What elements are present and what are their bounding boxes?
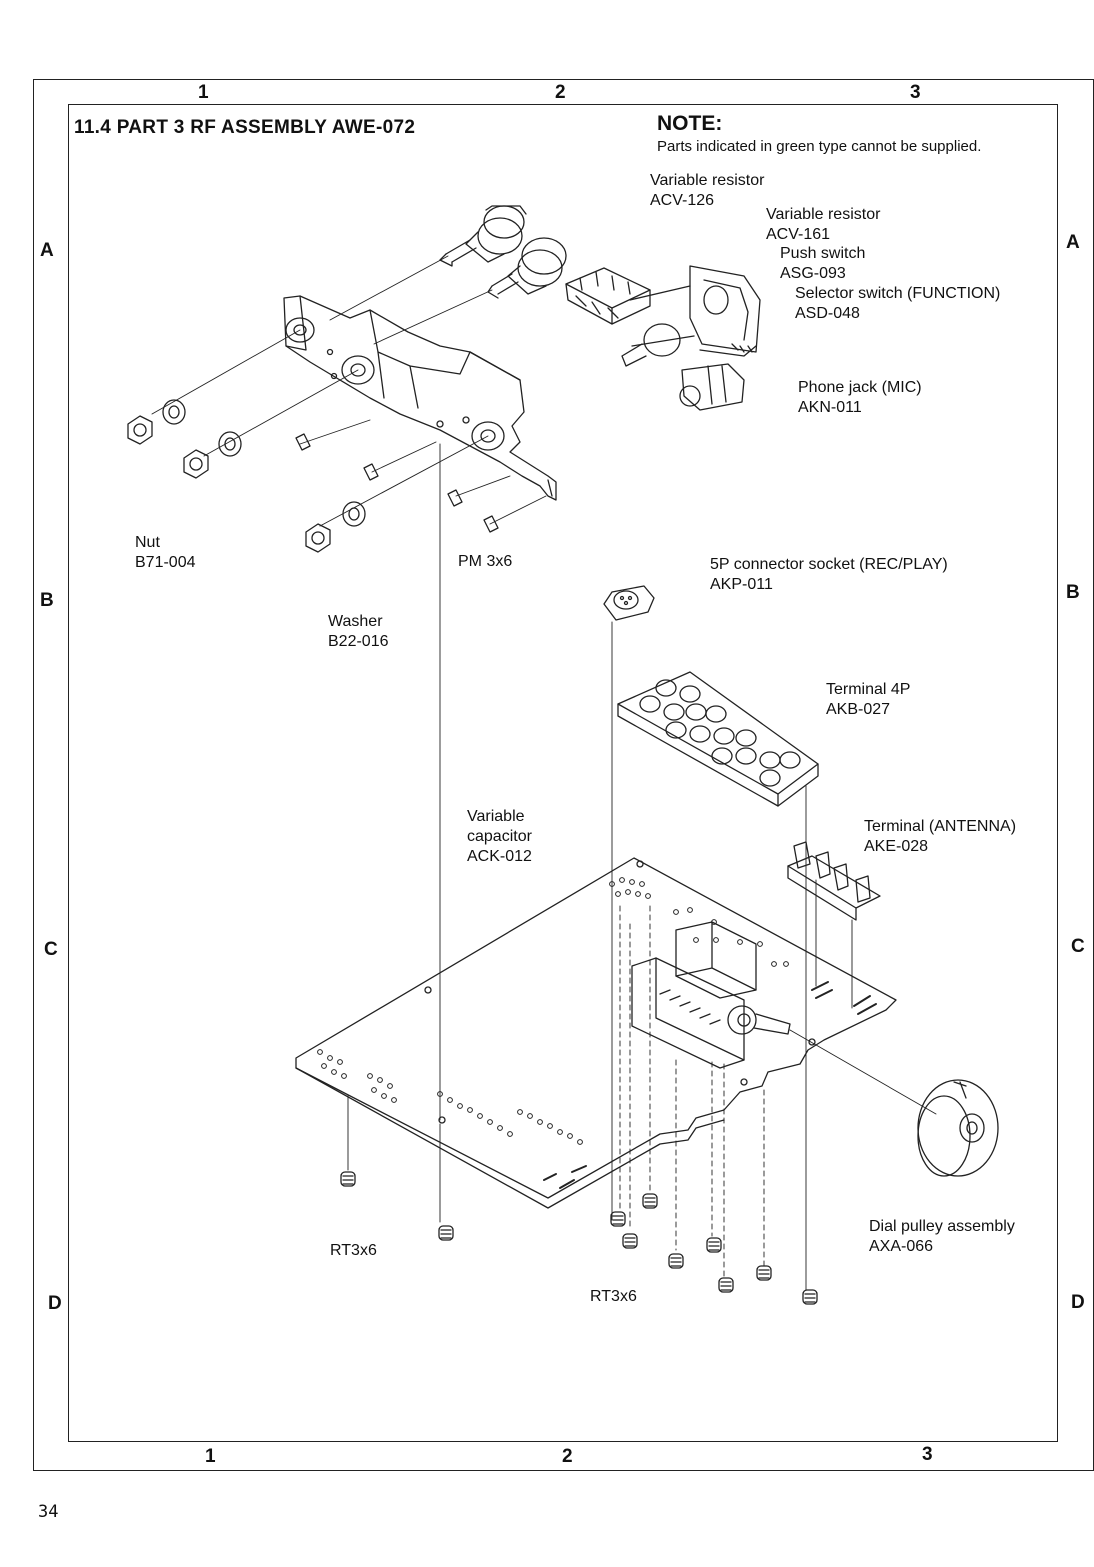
label-name: capacitor — [467, 828, 532, 845]
label-phone-jack: Phone jack (MIC) AKN-011 — [798, 378, 922, 418]
zone-right-d: D — [1071, 1292, 1085, 1313]
label-name: Washer — [328, 613, 383, 630]
screw-leader-lines-left — [347, 1095, 441, 1223]
page-title: 11.4 PART 3 RF ASSEMBLY AWE-072 — [74, 117, 416, 138]
label-variable-capacitor: Variable capacitor ACK-012 — [467, 807, 532, 867]
label-rt-screw-left: RT3x6 — [330, 1241, 377, 1261]
label-name: Variable resistor — [650, 172, 765, 189]
washer-parts — [162, 399, 366, 527]
label-name: RT3x6 — [330, 1242, 377, 1259]
label-selector-switch: Selector switch (FUNCTION) ASD-048 — [795, 284, 1000, 324]
rt-screw-parts — [340, 1171, 818, 1305]
zone-left-b: B — [40, 590, 54, 611]
label-code: AXA-066 — [869, 1238, 934, 1255]
connector-socket-part — [603, 585, 655, 621]
antenna-terminal-part — [787, 841, 881, 921]
label-code: ACV-126 — [650, 192, 715, 209]
zone-right-a: A — [1066, 232, 1080, 253]
bracket-part — [283, 295, 557, 501]
label-code: B71-004 — [135, 554, 196, 571]
label-rt-screw-center: RT3x6 — [590, 1287, 637, 1307]
push-switch-part — [565, 267, 651, 325]
zone-right-b: B — [1066, 582, 1080, 603]
screw-leader-lines — [619, 905, 765, 1277]
zone-left-a: A — [40, 240, 54, 261]
label-nut: Nut B71-004 — [135, 533, 196, 573]
label-name: Dial pulley assembly — [869, 1218, 1015, 1235]
label-name: Variable resistor — [766, 206, 881, 223]
leader-line-pulley — [789, 1029, 937, 1115]
label-terminal-4p: Terminal 4P AKB-027 — [826, 680, 910, 720]
label-variable-resistor-acv161: Variable resistor ACV-161 — [766, 205, 880, 245]
label-variable-resistor-acv126: Variable resistor ACV-126 — [650, 171, 764, 211]
label-push-switch: Push switch ASG-093 — [780, 244, 865, 284]
label-pm-screw: PM 3x6 — [458, 552, 512, 572]
label-terminal-antenna: Terminal (ANTENNA) AKE-028 — [864, 817, 1016, 857]
page-number: 34 — [38, 1502, 59, 1522]
zone-left-d: D — [48, 1293, 62, 1314]
leader-lines-top — [151, 255, 547, 527]
dial-pulley-part — [917, 1079, 999, 1177]
label-code: ACK-012 — [467, 848, 532, 865]
note-heading: NOTE: — [657, 112, 723, 135]
label-connector-socket: 5P connector socket (REC/PLAY) AKP-011 — [710, 555, 948, 595]
label-name: Variable — [467, 808, 525, 825]
label-name: 5P connector socket (REC/PLAY) — [710, 556, 948, 573]
label-code: AKP-011 — [710, 576, 773, 593]
pm-screw-parts — [295, 433, 499, 533]
label-name: Terminal 4P — [826, 681, 911, 698]
zone-top-2: 2 — [555, 82, 566, 103]
zone-left-c: C — [44, 939, 58, 960]
label-name: Terminal (ANTENNA) — [864, 818, 1017, 835]
leader-lines-antenna — [815, 879, 853, 1009]
main-pcb-part — [295, 857, 897, 1209]
zone-top-3: 3 — [910, 82, 921, 103]
label-code: ACV-161 — [766, 226, 831, 243]
selector-switch-part — [621, 265, 761, 367]
inner-frame — [68, 104, 1058, 1442]
label-washer: Washer B22-016 — [328, 612, 389, 652]
label-code: ASG-093 — [780, 265, 846, 282]
label-code: ASD-048 — [795, 305, 860, 322]
variable-capacitor-part — [631, 921, 791, 1069]
nut-parts — [127, 415, 331, 553]
label-name: Nut — [135, 534, 160, 551]
label-code: AKB-027 — [826, 701, 891, 718]
label-code: AKN-011 — [798, 399, 862, 416]
note-text: Parts indicated in green type cannot be … — [657, 138, 982, 155]
zone-right-c: C — [1071, 936, 1085, 957]
zone-bottom-2: 2 — [562, 1446, 573, 1467]
label-name: Phone jack (MIC) — [798, 379, 922, 396]
label-name: Push switch — [780, 245, 866, 262]
label-name: RT3x6 — [590, 1288, 637, 1305]
label-code: AKE-028 — [864, 838, 929, 855]
label-dial-pulley: Dial pulley assembly AXA-066 — [869, 1217, 1015, 1257]
zone-bottom-3: 3 — [922, 1444, 933, 1465]
variable-resistor-acv161-part — [487, 237, 567, 299]
label-name: Selector switch (FUNCTION) — [795, 285, 1001, 302]
zone-bottom-1: 1 — [205, 1446, 216, 1467]
label-code: B22-016 — [328, 633, 389, 650]
zone-top-1: 1 — [198, 82, 209, 103]
label-name: PM 3x6 — [458, 553, 513, 570]
terminal-4p-part — [617, 671, 819, 807]
variable-resistor-acv126-part — [439, 205, 527, 267]
phone-jack-part — [679, 363, 745, 411]
